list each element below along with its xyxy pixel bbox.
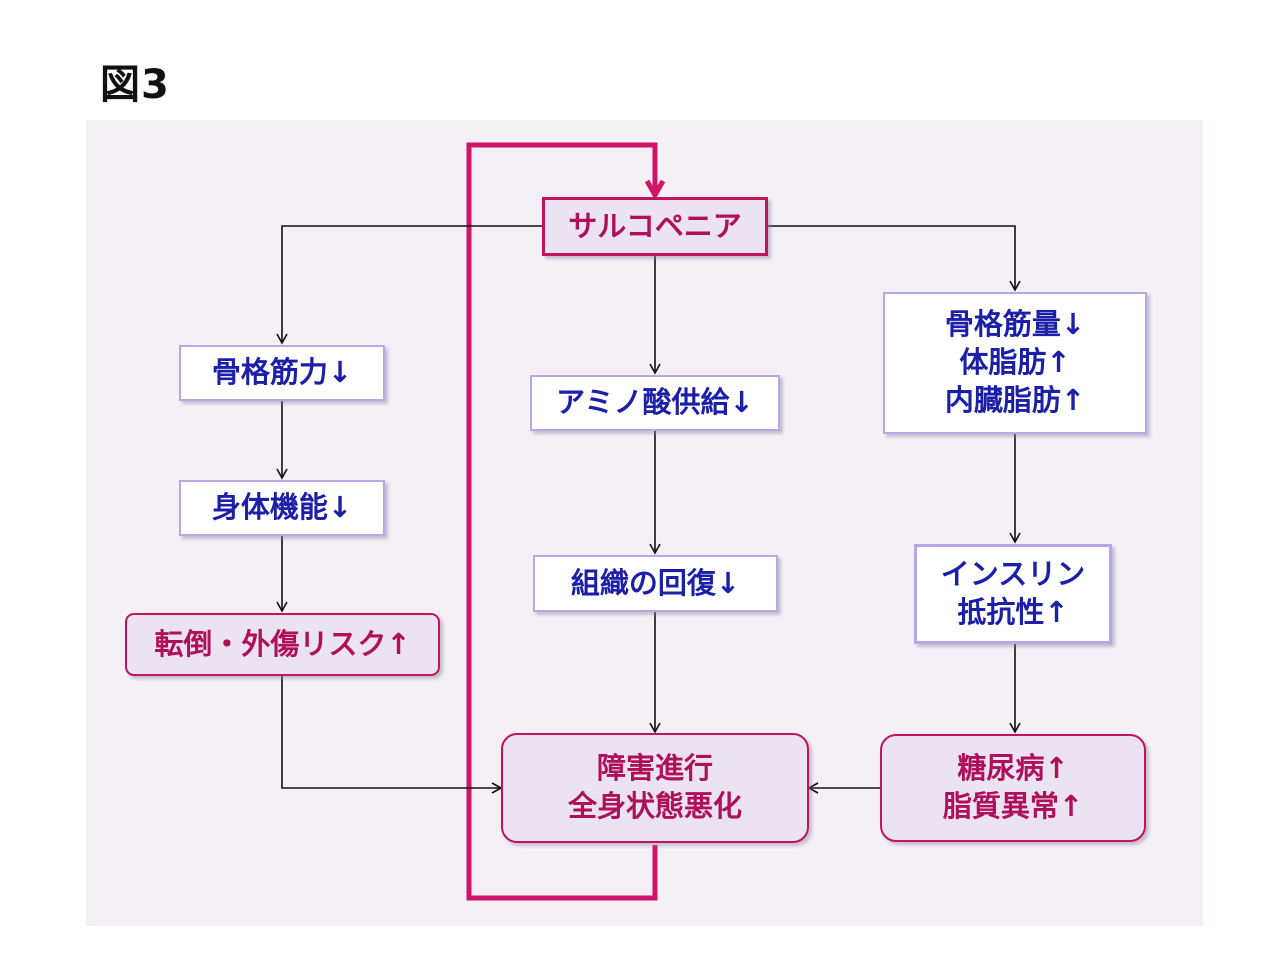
node-body-composition-line-2: 体脂肪↑ xyxy=(959,345,1071,380)
feedback-loop-arrow xyxy=(466,142,655,901)
node-outcome-line-1: 障害進行 xyxy=(596,751,713,786)
node-physical-function: 身体機能↓ xyxy=(179,480,385,536)
node-outcome: 障害進行 全身状態悪化 xyxy=(501,733,809,843)
node-amino-acid: アミノ酸供給↓ xyxy=(530,375,780,431)
node-amino-acid-label: アミノ酸供給↓ xyxy=(556,385,754,420)
node-sarcopenia-label: サルコペニア xyxy=(568,208,742,243)
node-insulin-resistance-line-1: インスリン xyxy=(940,557,1086,592)
node-physical-function-label: 身体機能↓ xyxy=(211,490,353,525)
node-metabolic: 糖尿病↑ 脂質異常↑ xyxy=(880,734,1146,842)
node-outcome-line-2: 全身状態悪化 xyxy=(567,789,742,823)
node-tissue-repair: 組織の回復↓ xyxy=(533,555,778,612)
node-insulin-resistance: インスリン 抵抗性↑ xyxy=(914,544,1112,644)
node-sarcopenia: サルコペニア xyxy=(542,197,768,256)
node-insulin-resistance-line-2: 抵抗性↑ xyxy=(957,595,1069,629)
arrow-sarcopenia-to-body-composition xyxy=(768,225,1021,292)
figure-label: 図3 xyxy=(100,62,170,108)
node-body-composition: 骨格筋量↓ 体脂肪↑ 内臓脂肪↑ xyxy=(883,292,1147,434)
arrow-sarcopenia-to-muscle-strength xyxy=(276,225,542,345)
node-metabolic-line-1: 糖尿病↑ xyxy=(957,751,1069,786)
node-body-composition-line-3: 内臓脂肪↑ xyxy=(944,382,1086,417)
arrow-fall-risk-to-outcome xyxy=(281,676,503,794)
node-body-composition-line-1: 骨格筋量↓ xyxy=(944,307,1086,342)
node-metabolic-line-2: 脂質異常↑ xyxy=(942,789,1084,823)
node-fall-risk-label: 転倒・外傷リスク↑ xyxy=(154,626,411,661)
node-tissue-repair-label: 組織の回復↓ xyxy=(570,565,741,600)
node-fall-risk: 転倒・外傷リスク↑ xyxy=(125,613,440,676)
node-muscle-strength-label: 骨格筋力↓ xyxy=(211,355,353,390)
node-muscle-strength: 骨格筋力↓ xyxy=(179,345,385,401)
